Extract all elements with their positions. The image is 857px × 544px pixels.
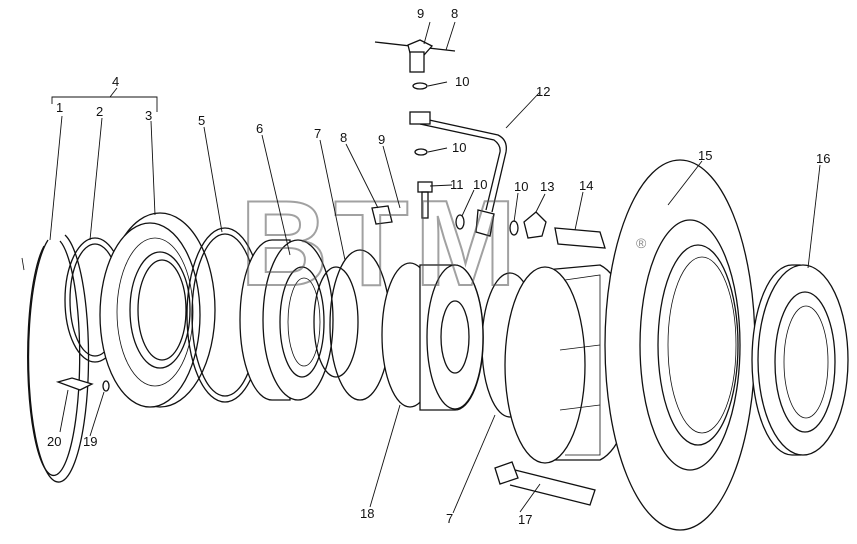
part-15-flange-hub (604, 159, 756, 531)
callout-3: 3 (145, 108, 152, 123)
callout-labels: 4 1 2 3 5 6 7 8 9 9 8 10 10 11 10 10 12 … (47, 6, 830, 527)
callout-4: 4 (112, 74, 119, 89)
callout-12: 12 (536, 84, 550, 99)
leader-lines (49, 21, 821, 514)
callout-1: 1 (56, 100, 63, 115)
callout-11: 11 (450, 177, 464, 192)
callout-14: 14 (579, 178, 593, 193)
callout-20: 20 (47, 434, 61, 449)
callout-9-top: 9 (417, 6, 424, 21)
watermark-registered-mark: ® (636, 235, 647, 251)
callout-6: 6 (256, 121, 263, 136)
part-14-stud (554, 227, 606, 249)
part-10-washer-top (412, 82, 428, 90)
callout-19: 19 (83, 434, 97, 449)
callout-10-left: 10 (473, 177, 487, 192)
part-12-pipe (409, 111, 507, 237)
part-8-9-top-bolt (374, 39, 456, 73)
bracket-4 (51, 87, 158, 112)
part-10-washer-pair-left (455, 214, 465, 230)
part-1-snap-ring (21, 234, 90, 483)
part-10-washer-mid (414, 148, 428, 156)
callout-2: 2 (96, 104, 103, 119)
watermark-text: BTM (240, 175, 522, 311)
callout-15: 15 (698, 148, 712, 163)
part-8-middle-bolt (371, 205, 393, 225)
part-19-nut-small (102, 380, 110, 392)
part-20-screw (55, 377, 94, 391)
callout-13: 13 (540, 179, 554, 194)
callout-5: 5 (198, 113, 205, 128)
callout-7-bottom: 7 (446, 511, 453, 526)
part-6-bearing (239, 239, 359, 401)
callout-9-middle: 9 (378, 132, 385, 147)
part-11-fitting (417, 181, 433, 219)
part-13-nut (523, 211, 547, 239)
part-16-bearing (751, 264, 849, 456)
callout-16: 16 (816, 151, 830, 166)
callout-8-middle: 8 (340, 130, 347, 145)
callout-10-right: 10 (514, 179, 528, 194)
part-18-seal-cartridge (381, 262, 484, 411)
callout-18: 18 (360, 506, 374, 521)
part-3-cover-plate (99, 212, 216, 408)
callout-7-top: 7 (314, 126, 321, 141)
callout-17: 17 (518, 512, 532, 527)
callout-10-mid: 10 (452, 140, 466, 155)
callout-10-top: 10 (455, 74, 469, 89)
callout-8-top: 8 (451, 6, 458, 21)
part-17-bolt (494, 461, 596, 506)
